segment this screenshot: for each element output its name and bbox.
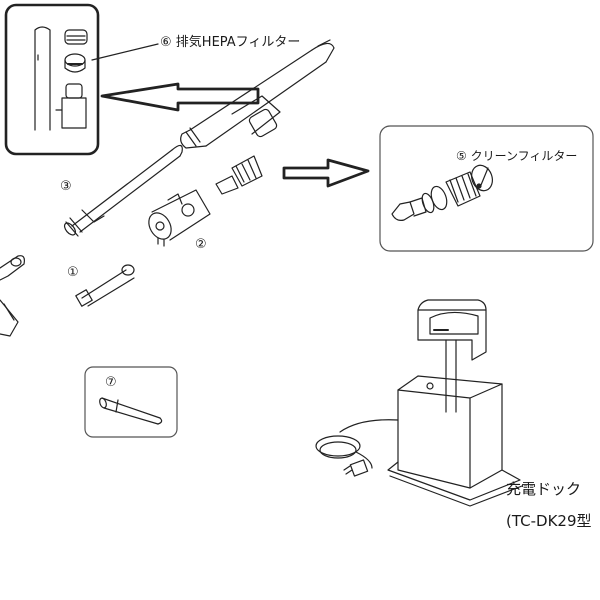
- floor-nozzle-partial: [0, 255, 25, 337]
- hepa-leader-line: [91, 43, 159, 61]
- part-7-inset-box: [84, 366, 178, 438]
- part-number-5: ⑤: [456, 149, 467, 163]
- part-1-joint: [75, 264, 135, 307]
- part-name-6: 排気HEPAフィルター: [175, 35, 301, 50]
- left-arrow-icon: [100, 82, 260, 112]
- part-2-connector: [148, 189, 211, 247]
- dock-model: (TC-DK29型: [506, 512, 592, 530]
- hepa-inset-box: [4, 3, 100, 156]
- clean-filter-label: ⑤ クリーンフィルター: [456, 150, 577, 162]
- part-number-3: ③: [60, 179, 72, 194]
- clean-filter-inset-box: [379, 125, 594, 252]
- right-arrow-icon: [282, 158, 370, 188]
- part-number-2: ②: [195, 237, 207, 252]
- part-number-7: ⑦: [105, 375, 117, 390]
- part-name-5: クリーンフィルター: [470, 149, 578, 163]
- charging-dock: [315, 299, 523, 507]
- hepa-filter-label: ⑥ 排気HEPAフィルター: [160, 36, 300, 49]
- part-number-1: ①: [67, 265, 79, 280]
- part-number-6: ⑥: [160, 35, 172, 50]
- dock-name: 充電ドック: [506, 480, 582, 498]
- main-body: [180, 39, 335, 149]
- part-3-extension-tube: [63, 144, 183, 237]
- filter-nozzle: [215, 155, 263, 195]
